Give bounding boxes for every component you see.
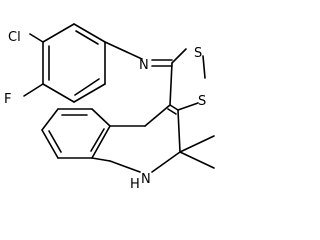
atom-nh: N xyxy=(141,172,151,187)
atom-cl: Cl xyxy=(8,30,21,45)
structure-drawing: Cl F N S S N H xyxy=(4,23,215,192)
atom-n-imine: N xyxy=(139,58,149,73)
atom-labels: Cl F N S S N H xyxy=(4,30,206,192)
atom-s-top: S xyxy=(194,46,202,61)
atom-s-bottom: S xyxy=(198,94,206,109)
atom-f: F xyxy=(4,92,11,107)
atom-h: H xyxy=(130,177,140,192)
bond-lines xyxy=(23,23,215,173)
